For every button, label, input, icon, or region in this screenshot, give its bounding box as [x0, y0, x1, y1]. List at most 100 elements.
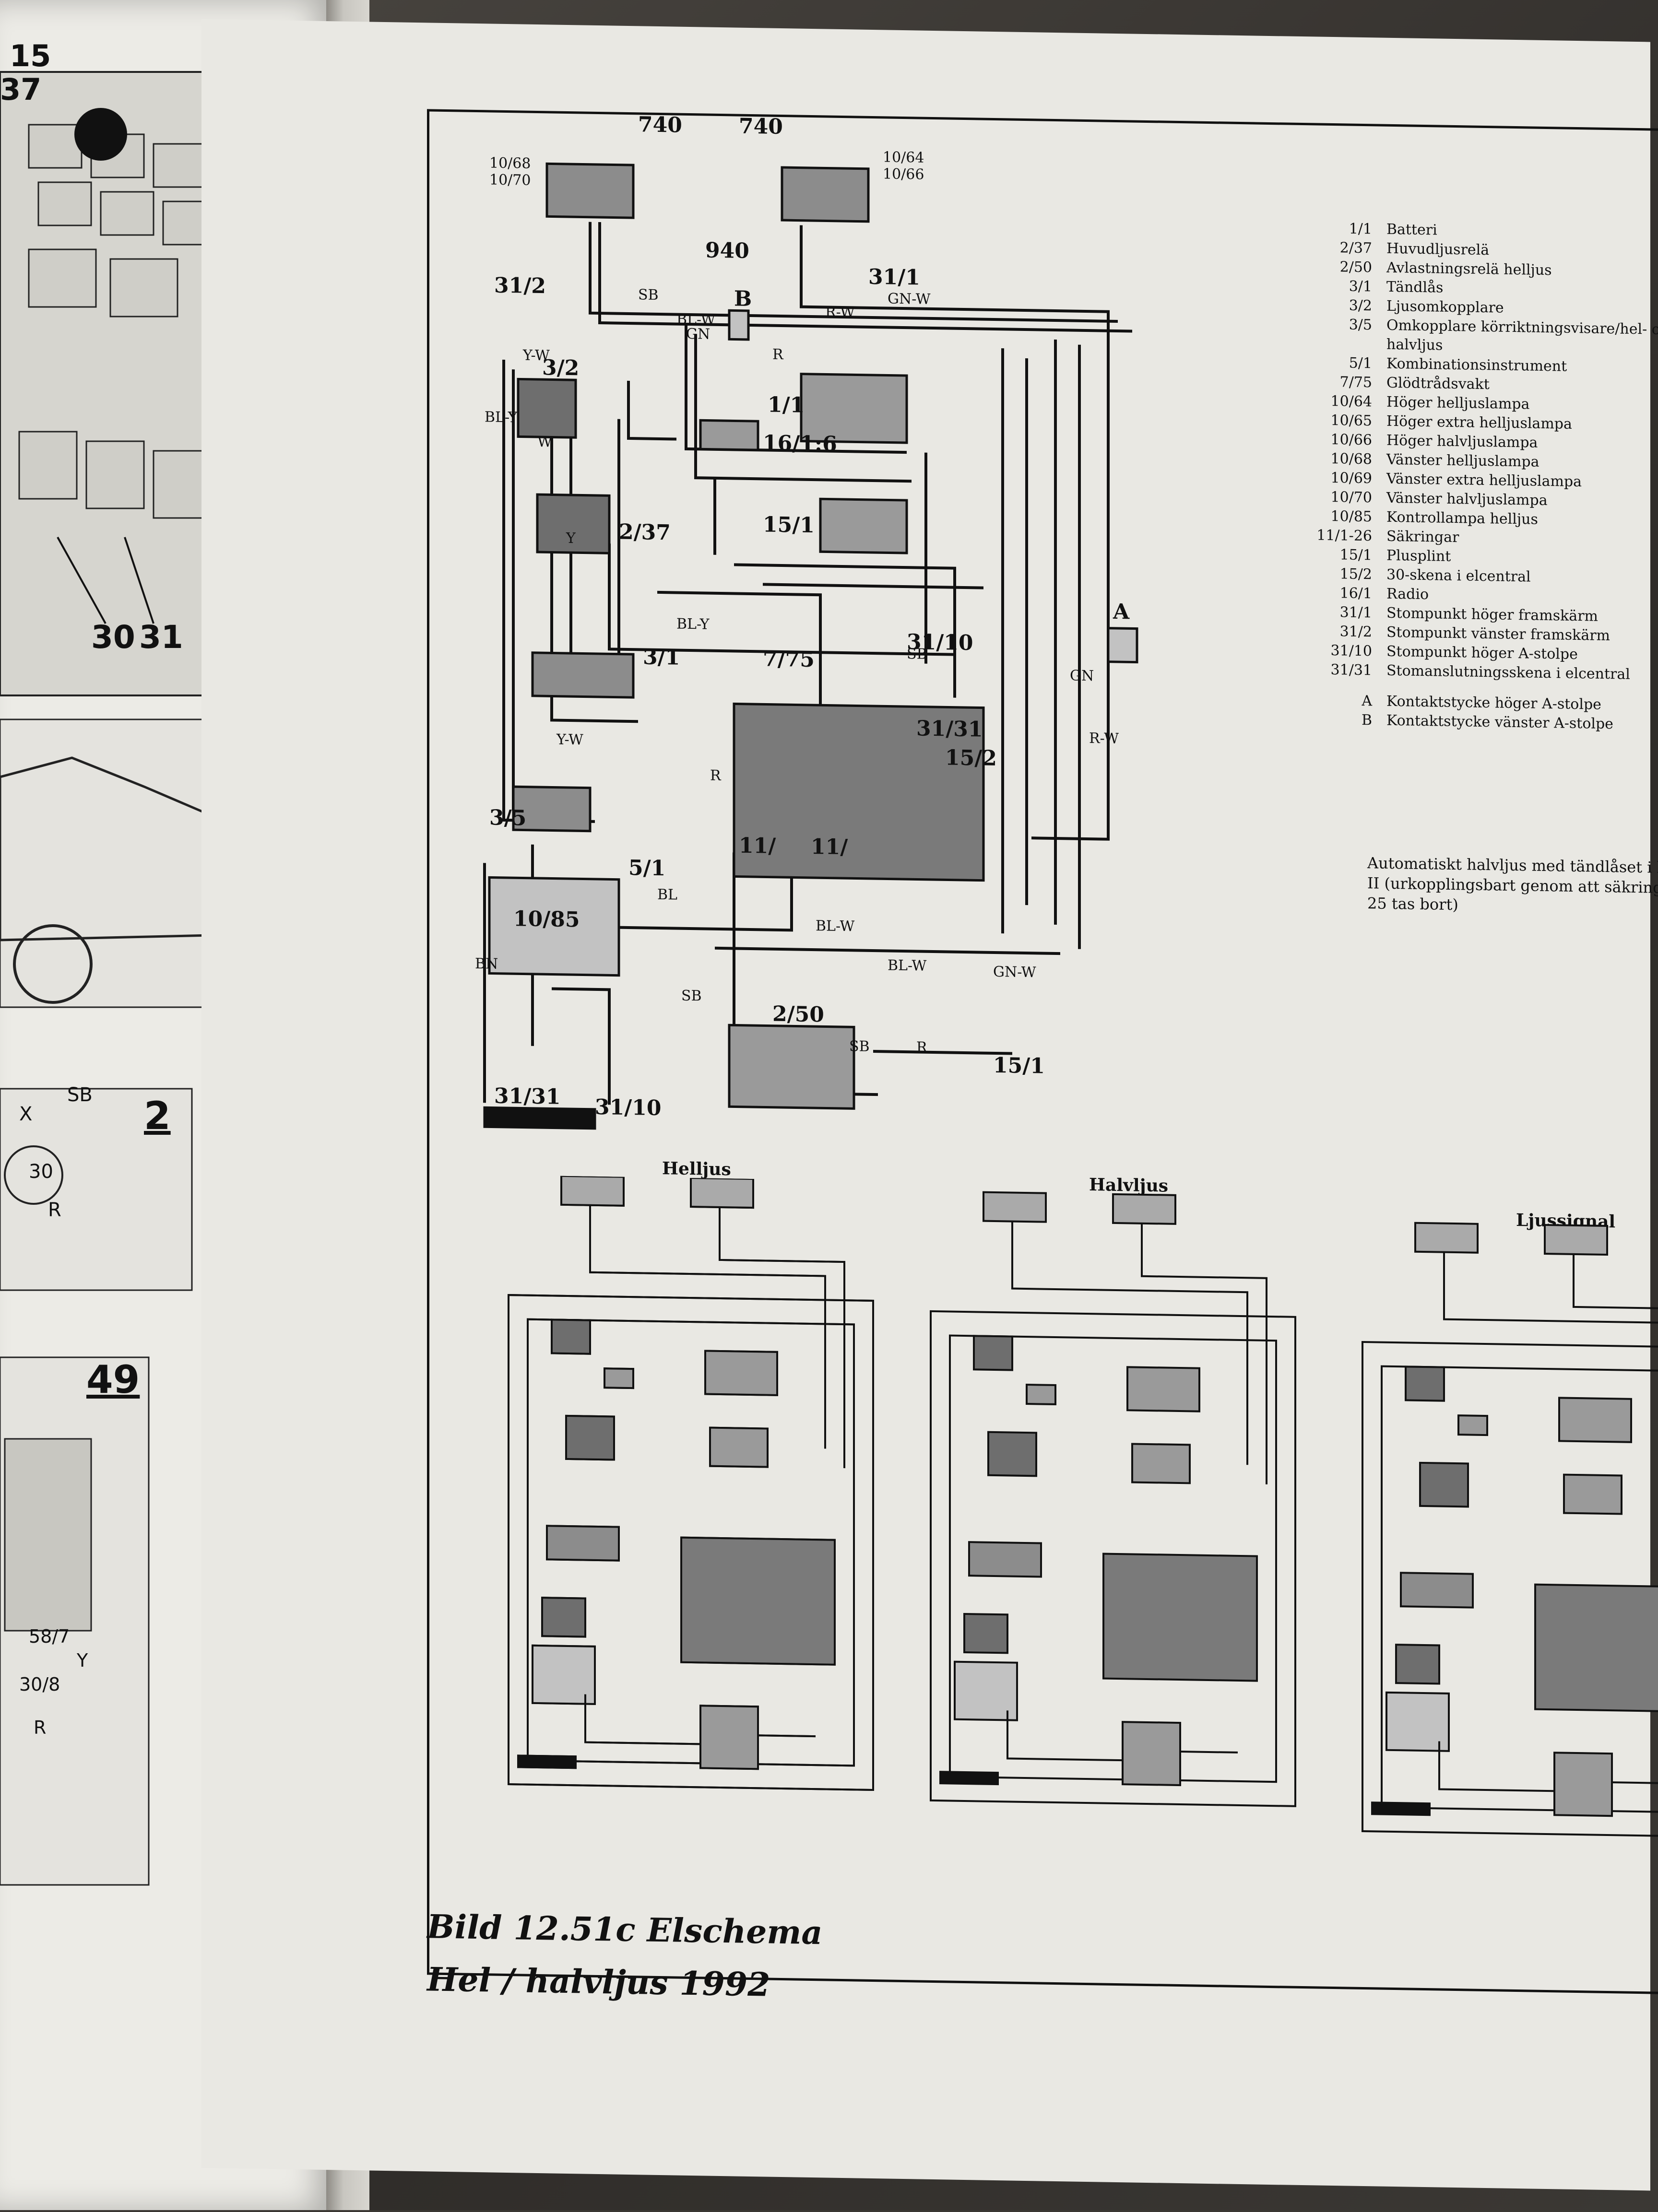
wire-bl-y-1: BL-Y — [485, 409, 518, 426]
right-page: 203 — [201, 19, 1658, 2191]
legend-code: 5/1 — [1349, 354, 1372, 372]
legend-code: 31/31 — [1330, 661, 1372, 679]
legend-code: 3/5 — [1349, 316, 1372, 334]
left-label-30b: 30 — [29, 1161, 53, 1183]
wire-gn-w-2: GN-W — [993, 964, 1036, 981]
label-5-1: 5/1 — [628, 856, 665, 881]
legend-text: Stompunkt höger A-stolpe — [1386, 643, 1578, 663]
legend-text: Glödtrådsvakt — [1386, 374, 1490, 393]
wire-bl-y-2: Y-W — [556, 731, 583, 749]
label-3-1: 3/1 — [643, 645, 680, 670]
wire-sb-4: BL-Y — [676, 616, 710, 633]
code-10-66: 10/66 — [883, 165, 924, 183]
legend-text: Höger halvljuslampa — [1386, 432, 1538, 451]
left-label-r2: R — [34, 1717, 47, 1738]
wire-sb-2: SB — [681, 988, 702, 1005]
wire-r-3: R — [916, 1039, 928, 1056]
legend-row: 3/5 Omkopplare körriktningsvisare/hel- oc… — [1305, 315, 1658, 360]
legend-code: 10/70 — [1330, 488, 1372, 506]
legend-code: 15/2 — [1339, 565, 1372, 583]
legend-code: 31/1 — [1339, 604, 1372, 622]
label-15-2: 15/2 — [945, 745, 997, 771]
legend-text: Stompunkt höger framskärm — [1386, 604, 1598, 625]
legend-code: 10/64 — [1330, 392, 1372, 411]
legend-code: 2/50 — [1339, 259, 1372, 276]
wire-bl-w-2: BL-W — [816, 918, 854, 935]
legend-code: 10/68 — [1330, 450, 1372, 468]
legend-text: Tändlås — [1386, 278, 1444, 296]
left-label-58-7: 58/7 — [29, 1626, 70, 1647]
label-31-10-bottom: 31/10 — [595, 1095, 662, 1120]
legend-code: 3/2 — [1349, 297, 1372, 315]
wire-y-w-2: R — [710, 767, 722, 784]
wire-gn-w-1: GN-W — [888, 290, 931, 307]
legend-code: 11/1-26 — [1316, 527, 1372, 545]
legend-code: 31/2 — [1339, 623, 1372, 641]
code-10-70: 10/70 — [489, 171, 531, 188]
wire-bl-w-1: BL-W — [676, 311, 715, 329]
label-31-2: 31/2 — [494, 273, 546, 299]
legend-text: Kontrollampa helljus — [1386, 508, 1538, 528]
legend-code: 3/1 — [1349, 278, 1372, 295]
legend-code: 1/1 — [1349, 220, 1372, 238]
legend-code — [1305, 679, 1386, 692]
legend-text: Säkringar — [1386, 528, 1459, 546]
left-label-30-8: 30/8 — [19, 1674, 60, 1695]
label-31-10: 31/10 — [907, 630, 973, 655]
label-740-right: 740 — [739, 114, 783, 139]
label-b: B — [734, 286, 752, 311]
wire-bn-1: BN — [475, 955, 498, 973]
legend-code: B — [1361, 711, 1372, 729]
label-31-1: 31/1 — [868, 265, 920, 290]
legend-code: 10/65 — [1330, 412, 1372, 430]
wire-y-w-1: Y-W — [522, 347, 550, 365]
label-a: A — [1113, 600, 1130, 624]
wire-r-w-1: R-W — [825, 304, 855, 321]
legend-text: Plusplint — [1386, 547, 1451, 565]
label-7-75: 7/75 — [763, 647, 815, 672]
label-1-1: 1/1 — [768, 393, 805, 418]
label-15-1-bottom: 15/1 — [993, 1053, 1045, 1079]
legend-text: Kontaktstycke vänster A-stolpe — [1386, 712, 1613, 733]
label-2-37: 2/37 — [619, 520, 671, 545]
legend-code: 15/1 — [1339, 546, 1372, 564]
legend-text: Kombinationsinstrument — [1386, 355, 1567, 375]
wire-gn-1: GN — [686, 326, 710, 343]
automatic-low-beam-note: Automatiskt halvljus med tändlåset i läg… — [1367, 854, 1658, 914]
legend-code: 31/10 — [1330, 642, 1372, 660]
legend-code: 10/69 — [1330, 469, 1372, 487]
wire-bl-w-3: BL-W — [888, 957, 926, 974]
wire-r-w-2: R-W — [1089, 730, 1119, 747]
wire-r-2: SB — [849, 1038, 870, 1055]
figure-caption-title: Bild 12.51c Elschema — [427, 1907, 823, 1953]
legend-text: Höger helljuslampa — [1386, 393, 1530, 413]
left-label-2: 2 — [144, 1094, 171, 1138]
legend-text: Höger extra helljuslampa — [1386, 412, 1572, 433]
left-label-sb: SB — [67, 1084, 93, 1106]
legend-text: Omkopplare körriktningsvisare/hel- och h… — [1386, 317, 1658, 354]
legend-text: Avlastningsrelä helljus — [1386, 259, 1552, 279]
figure-caption-subtitle: Hel / halvljus 1992 — [427, 1960, 770, 2004]
left-label-x: X — [19, 1103, 33, 1125]
left-label-y: Y — [77, 1650, 88, 1671]
left-label-r: R — [48, 1199, 61, 1221]
subdiagrams — [489, 1175, 1658, 1890]
legend-code: 10/66 — [1330, 431, 1372, 449]
wire-gn-2: GN — [1070, 667, 1094, 684]
legend-text: Vänster halvljuslampa — [1386, 489, 1548, 509]
wire-bl-1: BL — [657, 886, 677, 904]
wire-sb-1: SB — [638, 286, 659, 304]
legend-text: Radio — [1386, 585, 1429, 603]
subdiagram-title-helljus: Helljus — [662, 1158, 731, 1180]
label-31-31: 31/31 — [916, 716, 983, 741]
label-31-31-bottom: 31/31 — [494, 1084, 561, 1109]
legend-code: A — [1362, 692, 1372, 710]
legend-text: Batteri — [1386, 221, 1437, 239]
label-3-2: 3/2 — [542, 355, 579, 380]
legend-code: 16/1 — [1339, 585, 1372, 602]
legend-text: Ljusomkopplare — [1386, 297, 1504, 317]
legend-text: Vänster extra helljuslampa — [1386, 470, 1582, 491]
legend-text: 30-skena i elcentral — [1386, 566, 1531, 586]
legend-text: Stomanslutningsskena i elcentral — [1386, 662, 1630, 683]
label-940: 940 — [705, 238, 749, 263]
